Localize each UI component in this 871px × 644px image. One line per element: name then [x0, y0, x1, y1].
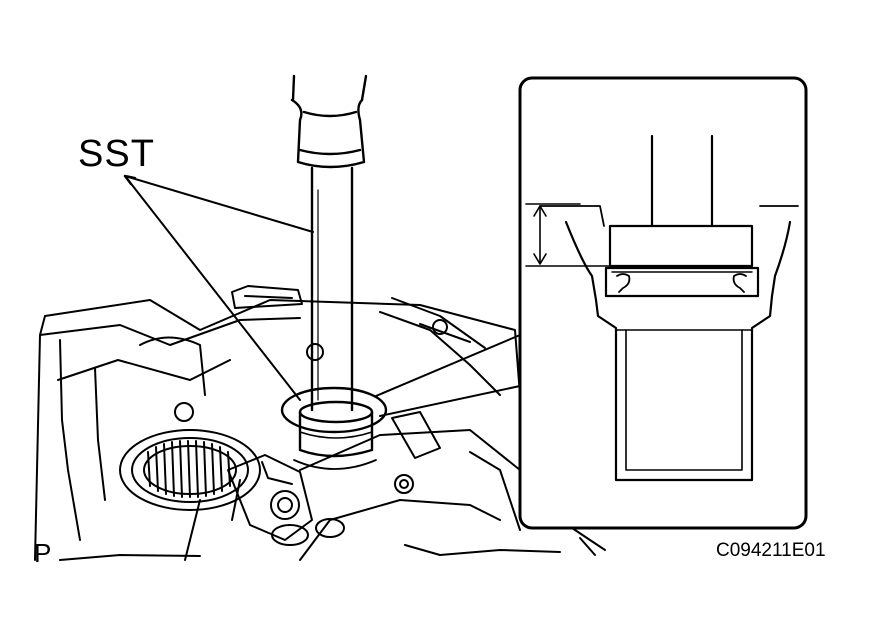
bracket: [227, 454, 313, 541]
view-letter: P: [34, 538, 52, 568]
detail-inset: [518, 76, 808, 530]
sst-callout-label: SST: [78, 133, 155, 175]
callout-leaders: [123, 174, 314, 401]
case-bosses: [174, 319, 448, 546]
transaxle-case: [34, 285, 606, 561]
sst-driver: [280, 74, 388, 470]
roller-bearing: [119, 429, 261, 511]
zoom-lines: [375, 334, 521, 417]
figure-code: C094211E01: [716, 540, 826, 561]
